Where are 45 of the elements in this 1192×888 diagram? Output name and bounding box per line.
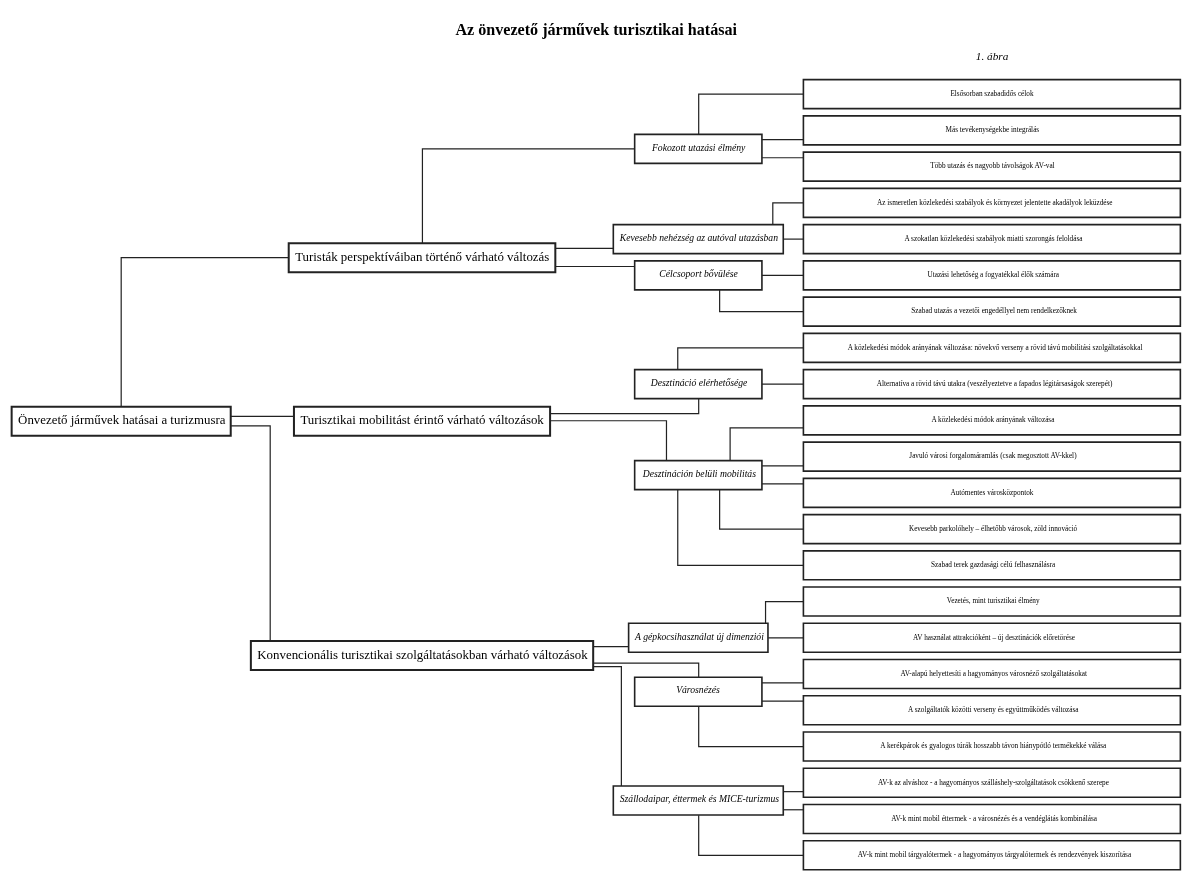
connector: [230, 424, 271, 641]
node-box: Turisztikai mobilitást érintő várható változások: [292, 405, 552, 437]
connector: [554, 247, 614, 249]
node-box: Kevesebb nehézség az autóval utazásban: [612, 223, 785, 254]
connector: [761, 274, 804, 276]
node-box: Turisták perspektíváiban történő várható változás: [287, 241, 557, 273]
connector: [761, 383, 804, 385]
connector: [772, 201, 804, 225]
connector: [677, 346, 804, 370]
connector: [761, 464, 804, 466]
node-box: Desztináció elérhetősége: [633, 368, 763, 399]
connector: [698, 93, 804, 135]
node-box: Desztináción belüli mobilitás: [633, 459, 763, 490]
connector: [761, 138, 804, 140]
connector: [698, 705, 804, 747]
connector: [230, 415, 295, 417]
connector: [783, 790, 804, 792]
node-box: Szállodaipar, éttermek és MICE-turizmus: [612, 784, 785, 816]
connector: [554, 265, 636, 267]
node-box: Városnézés: [633, 675, 763, 707]
node-box: Célcsoport bővülése: [633, 259, 763, 291]
node-box: A gépkocsihasználat új dimenziói: [627, 622, 769, 653]
connector: [592, 665, 622, 786]
node-box: Konvencionális turisztikai szolgáltatásokban várható változások: [249, 639, 595, 671]
connector: [764, 600, 804, 624]
connector: [761, 681, 804, 683]
connector: [719, 488, 804, 530]
node-box: Fokozott utazási élmény: [633, 133, 763, 164]
connector: [549, 419, 668, 461]
connector: [761, 482, 804, 485]
connector: [421, 147, 636, 244]
connector: [120, 256, 290, 407]
node-box: Önvezető járművek hatásai a turizmusra: [10, 405, 232, 437]
connector: [761, 156, 804, 158]
connector: [783, 808, 804, 810]
label: 1. ábra: [975, 49, 1009, 62]
connector: [698, 814, 804, 856]
connector: [783, 238, 804, 240]
connector: [719, 288, 804, 312]
connector: [761, 699, 804, 702]
connector: [729, 426, 804, 461]
connector: [677, 488, 804, 566]
diagram-title: Az önvezető járművek turisztikai hatásai: [455, 20, 738, 38]
connector: [592, 645, 630, 647]
connector: [767, 636, 804, 638]
